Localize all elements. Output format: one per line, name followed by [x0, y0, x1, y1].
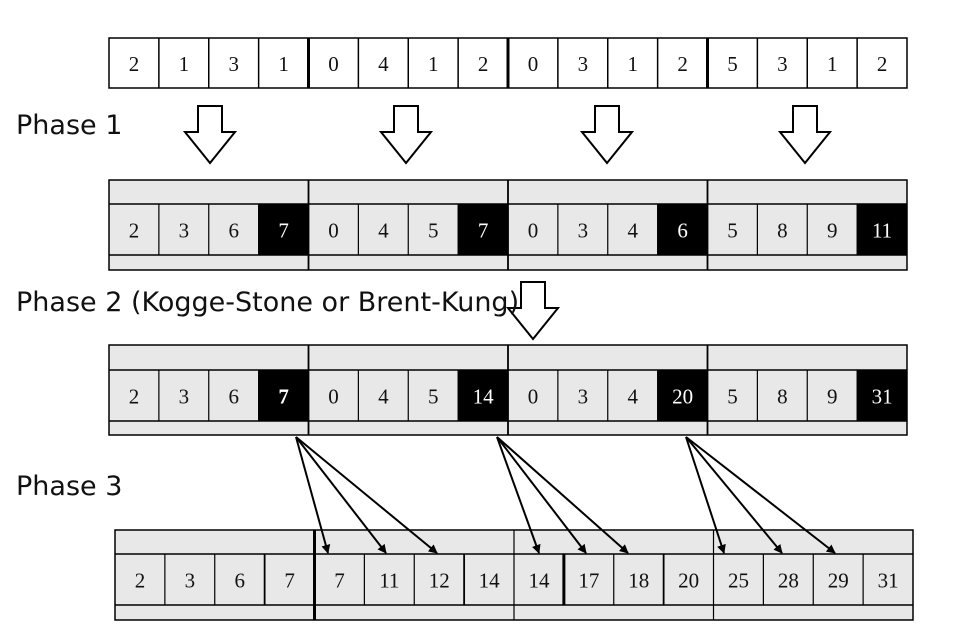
highlight-cell	[258, 204, 309, 255]
input-cell: 1	[627, 52, 638, 76]
input-cell: 1	[278, 52, 289, 76]
phase-3-cell: 7	[334, 569, 345, 593]
phase-2-down-arrow	[505, 281, 561, 341]
phase-3-label: Phase 3	[16, 471, 123, 502]
phase-3-cell: 6	[234, 569, 245, 593]
phase-3-cell: 18	[628, 569, 649, 593]
phase-1-cell: 0	[328, 219, 339, 243]
phase-2-cell: 7	[278, 385, 289, 409]
highlight-cell	[458, 204, 508, 255]
input-cell: 2	[677, 52, 688, 76]
phase-1-cell: 6	[677, 219, 688, 243]
phase-2-cell: 3	[179, 385, 190, 409]
phase-1-cell: 5	[727, 219, 738, 243]
phase-2-cell: 9	[827, 385, 838, 409]
phase-1-cell: 9	[827, 219, 838, 243]
propagation-arrow	[496, 436, 629, 554]
propagation-arrow	[295, 436, 438, 554]
phase-3-cell: 14	[528, 569, 550, 593]
phase-2-cell: 20	[672, 385, 693, 409]
phase-2-cell: 0	[528, 385, 539, 409]
highlight-cell	[458, 370, 508, 421]
phase-2-cell: 5	[727, 385, 738, 409]
phase-1-cell: 8	[777, 219, 788, 243]
phase-1-cell: 7	[278, 219, 289, 243]
phase-2-cell: 8	[777, 385, 788, 409]
input-cell: 0	[528, 52, 539, 76]
input-cell: 3	[777, 52, 788, 76]
phase-1-down-arrow	[378, 105, 434, 165]
phase-1-cell: 3	[578, 219, 589, 243]
phase-1-cell: 3	[179, 219, 190, 243]
input-cell: 2	[877, 52, 888, 76]
phase-1-cell: 7	[478, 219, 489, 243]
phase-1-down-arrow	[182, 105, 238, 165]
phase-1-cell: 6	[228, 219, 239, 243]
phase-3-cell: 25	[728, 569, 749, 593]
phase-3-cell: 28	[778, 569, 799, 593]
input-cell: 2	[129, 52, 140, 76]
phase-2-cell: 14	[473, 385, 495, 409]
phase-3-cell: 3	[185, 569, 196, 593]
phase-3-cell: 31	[878, 569, 899, 593]
input-cell: 4	[378, 52, 389, 76]
phase-1-cell: 5	[428, 219, 439, 243]
highlight-cell	[857, 204, 907, 255]
input-cell: 2	[478, 52, 489, 76]
phase-1-label: Phase 1	[16, 110, 123, 141]
phase-3-cell: 14	[479, 569, 501, 593]
input-cell: 1	[827, 52, 838, 76]
input-cell: 3	[228, 52, 239, 76]
phase-3-cell: 2	[135, 569, 146, 593]
propagation-arrow	[685, 436, 726, 554]
phase-3-cell: 12	[429, 569, 450, 593]
phase-2-cell: 3	[578, 385, 589, 409]
phase-2-label: Phase 2 (Kogge-Stone or Brent-Kung)	[16, 287, 520, 318]
phase-3-cell: 20	[678, 569, 699, 593]
input-cell: 0	[328, 52, 339, 76]
phase-1-cell: 11	[872, 219, 892, 243]
highlight-cell	[857, 370, 907, 421]
phase-3-cell: 11	[379, 569, 399, 593]
phase-2-cell: 2	[129, 385, 140, 409]
phase-3-cell: 17	[578, 569, 599, 593]
phase-2-cell: 0	[328, 385, 339, 409]
phase-3-cell: 29	[828, 569, 849, 593]
propagation-arrow	[685, 436, 783, 554]
phase-2-cell: 5	[428, 385, 439, 409]
highlight-cell	[258, 370, 309, 421]
phase-1-down-arrow	[579, 105, 635, 165]
propagation-arrow	[496, 436, 541, 554]
highlight-cell	[657, 204, 708, 255]
phase-1-cell: 4	[627, 219, 638, 243]
input-cell: 1	[179, 52, 190, 76]
input-cell: 1	[428, 52, 439, 76]
phase-2-cell: 6	[228, 385, 239, 409]
propagation-arrow	[496, 436, 587, 554]
phase-1-down-arrow	[777, 105, 833, 165]
propagation-arrow	[295, 436, 387, 554]
phase-2-cell: 31	[872, 385, 893, 409]
phase-1-cell: 4	[378, 219, 389, 243]
propagation-arrow	[295, 436, 331, 554]
highlight-cell	[657, 370, 708, 421]
phase-1-cell: 0	[528, 219, 539, 243]
phase-2-cell: 4	[378, 385, 389, 409]
phase-1-cell: 2	[129, 219, 140, 243]
phase-3-cell: 7	[284, 569, 295, 593]
input-cell: 5	[727, 52, 738, 76]
phase-2-cell: 4	[627, 385, 638, 409]
input-cell: 3	[578, 52, 589, 76]
propagation-arrow	[685, 436, 836, 554]
